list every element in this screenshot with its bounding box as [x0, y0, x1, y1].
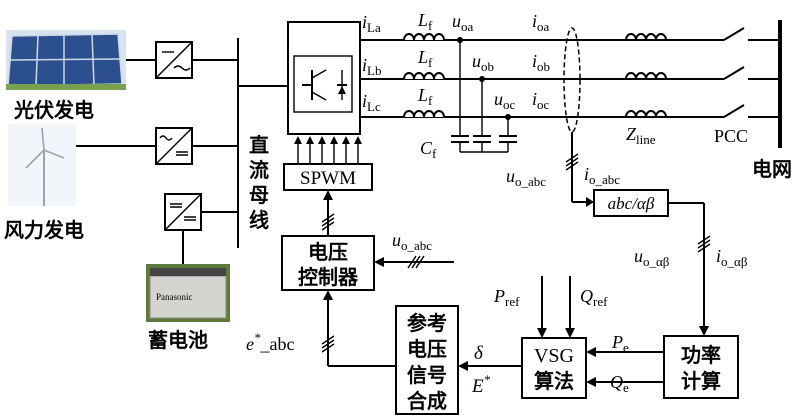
ref-synthesis-block — [395, 305, 459, 415]
ref-synth-line3: 信号 — [407, 363, 447, 387]
label-uoa: uoa — [452, 11, 474, 34]
label-Pe: Pe — [611, 332, 629, 355]
dc-bus-label-1: 直 — [249, 133, 269, 157]
spwm-block — [283, 163, 373, 191]
label-Cf: Cf — [420, 138, 437, 161]
label-iob: iob — [532, 51, 550, 74]
label-pcc: PCC — [714, 126, 748, 146]
line-inductors — [625, 33, 667, 118]
wind-label: 风力发电 — [4, 218, 84, 242]
label-iLa: iLa — [362, 12, 381, 35]
dc-bus-label-2: 流 — [249, 158, 269, 182]
hash-e-star — [321, 335, 335, 353]
wind-turbine-image — [8, 124, 76, 206]
hash-alphabeta — [697, 235, 711, 253]
wind-acdc-converter — [76, 127, 238, 165]
hash-uo-abc-input — [407, 255, 425, 269]
label-uoc: uoc — [494, 89, 516, 112]
label-Qref: Qref — [580, 286, 608, 309]
label-io-abc-meas: io_abc — [584, 164, 620, 187]
battery-brand: Panasonic — [156, 292, 193, 302]
pcc-switches — [710, 27, 780, 126]
voltage-ctrl-line2: 控制器 — [298, 265, 359, 289]
bus-hash-marks — [565, 153, 579, 171]
power-calc-block — [663, 335, 739, 399]
spwm-label: SPWM — [300, 168, 356, 189]
label-uob: uob — [472, 51, 494, 74]
label-Zline: Zline — [626, 124, 656, 147]
label-ioa: ioa — [532, 11, 550, 34]
dc-bus-label-4: 线 — [249, 208, 269, 232]
voltage-ctrl-line1: 电压 — [308, 240, 348, 264]
battery-dcdc-converter — [164, 193, 238, 264]
label-grid: 电网 — [752, 157, 792, 181]
battery-image: Panasonic — [146, 264, 230, 322]
vsg-line2: 算法 — [534, 369, 574, 393]
label-Lf-b: Lf — [417, 47, 433, 70]
dc-bus-label-3: 母 — [249, 183, 269, 207]
vsg-block — [521, 337, 587, 399]
label-Pref: Pref — [493, 286, 520, 309]
current-sensor-ellipse — [563, 27, 581, 133]
pv-dcdc-converter — [126, 41, 238, 79]
ref-synth-line2: 电压 — [407, 337, 447, 361]
label-ioc: ioc — [532, 89, 550, 112]
power-calc-line2: 计算 — [681, 369, 721, 393]
label-io-alphabeta: io_αβ — [716, 246, 748, 269]
abc-alphabeta-label: abc/αβ — [608, 194, 655, 213]
filter-inductors — [403, 33, 445, 118]
inverter-block — [287, 21, 361, 135]
label-e-star-abc: e*_abc — [246, 330, 294, 354]
label-iLb: iLb — [362, 55, 381, 78]
label-iLc: iLc — [362, 91, 381, 114]
pv-panel-image — [6, 30, 126, 90]
gate-signal-arrows — [294, 136, 362, 164]
label-uo-abc-input: uo_abc — [392, 230, 432, 253]
battery-label: 蓄电池 — [148, 328, 208, 352]
power-calc-line1: 功率 — [681, 343, 721, 367]
pv-label: 光伏发电 — [13, 98, 94, 122]
vsg-line1: VSG — [534, 345, 574, 367]
ref-synth-line4: 合成 — [407, 389, 447, 413]
label-E-star: E* — [471, 372, 491, 397]
label-uo-abc-meas: uo_abc — [506, 166, 546, 189]
voltage-controller-block — [281, 235, 375, 291]
label-uo-alphabeta: uo_αβ — [634, 246, 670, 269]
filter-capacitors — [451, 37, 517, 153]
label-Lf-c: Lf — [417, 85, 433, 108]
label-Lf-a: Lf — [417, 10, 433, 33]
label-Qe: Qe — [610, 372, 629, 395]
hash-vc-spwm — [321, 213, 335, 231]
label-delta: δ — [474, 343, 484, 364]
ref-synth-line1: 参考 — [407, 311, 447, 335]
